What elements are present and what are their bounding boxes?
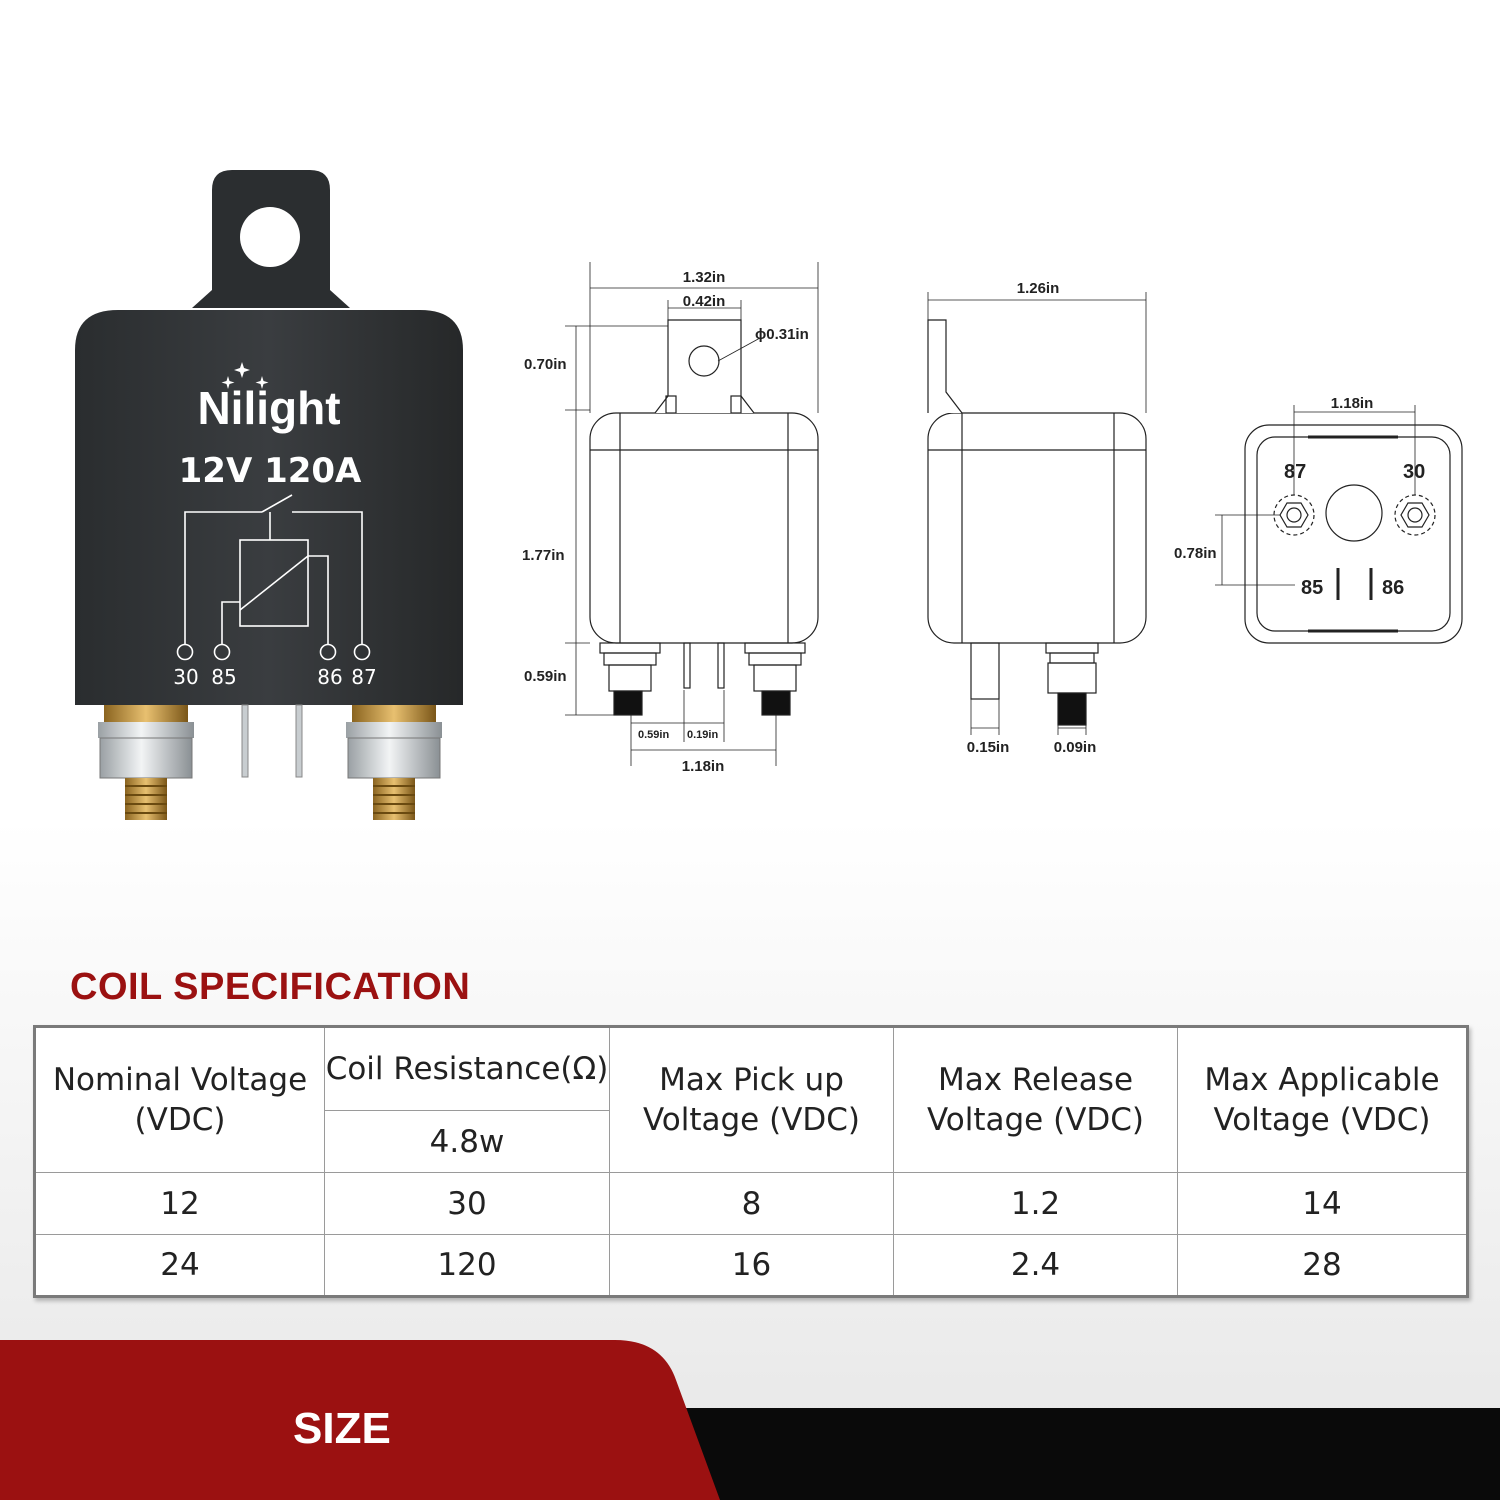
bottom-pin-87: 87 [1284,461,1306,483]
dim-body-height: 1.77in [522,547,565,564]
table-row: 12 30 8 1.2 14 [34,1172,1468,1235]
relay-photo: Nilight 12V 120A 30 85 86 87 [75,170,463,820]
table-row: 24 120 16 2.4 28 [34,1234,1468,1297]
bottom-pin-30: 30 [1403,461,1425,483]
stud-terminal-left [98,705,194,820]
bottom-pin-86: 86 [1382,577,1404,599]
brand-logo: Nilight [197,382,340,434]
terminal-label-30: 30 [173,665,198,689]
rating-label: 12V 120A [179,451,362,491]
terminal-label-87: 87 [351,665,376,689]
dim-stud-size: 0.09in [1054,739,1097,756]
dim-terminal-spacing: 1.18in [682,758,725,775]
bottom-pin-85: 85 [1301,577,1323,599]
front-view-drawing [565,262,819,766]
header-release-line2: Voltage (VDC) [926,1102,1145,1138]
header-coil-resistance: Coil Resistance(Ω) [324,1026,610,1111]
footer-red-tab [0,1340,720,1500]
header-nominal-line1: Nominal Voltage [52,1062,308,1098]
cell-release: 2.4 [893,1234,1178,1297]
bottom-view-drawing [1215,405,1463,644]
circuit-schematic [176,494,371,661]
cell-release: 1.2 [893,1172,1178,1235]
terminal-label-86: 86 [317,665,342,689]
cell-nominal: 12 [34,1172,325,1235]
header-pickup-line1: Max Pick up [659,1062,844,1098]
cell-pickup: 8 [609,1172,894,1235]
mounting-hole [240,207,300,267]
footer-banner [0,1340,1500,1500]
side-view-drawing [927,292,1147,735]
dim-pin-gap: 0.19in [687,729,718,741]
dim-bottom-vertical: 0.78in [1174,545,1217,562]
header-applicable-line2: Voltage (VDC) [1213,1102,1431,1138]
coil-spec-table: Nominal Voltage(VDC) Coil Resistance(Ω) … [33,1025,1469,1298]
dim-pin-offset: 0.59in [638,729,669,741]
coil-pin-85 [241,704,249,778]
coil-spec-title: COIL SPECIFICATION [70,966,471,1008]
header-release-line1: Max Release [937,1062,1134,1098]
dim-front-width: 1.32in [683,269,726,286]
header-applicable-line1: Max Applicable [1204,1062,1440,1098]
terminal-label-85: 85 [211,665,236,689]
dim-hole-diameter: ϕ0.31in [755,326,809,343]
cell-applicable: 28 [1177,1234,1468,1297]
cell-resistance: 30 [324,1172,610,1235]
dim-tab-width: 0.42in [683,293,726,310]
dim-side-width: 1.26in [1017,280,1060,297]
cell-resistance: 120 [324,1234,610,1297]
sparkle-icon [221,362,269,389]
header-max-pickup: Max Pick up Voltage (VDC) [609,1026,894,1173]
dim-terminal-height: 0.59in [524,668,567,685]
dim-pin-thickness: 0.15in [967,739,1010,756]
header-pickup-line2: Voltage (VDC) [642,1102,861,1138]
cell-nominal: 24 [34,1234,325,1297]
header-nominal-line2: (VDC) [134,1102,226,1138]
header-nominal-voltage: Nominal Voltage (VDC) [34,1026,325,1173]
size-label: SIZE [293,1404,391,1453]
header-coil-power: 4.8w [324,1110,610,1173]
coil-pin-86 [295,704,303,778]
dim-tab-height: 0.70in [524,356,567,373]
dim-bottom-terminal-spacing: 1.18in [1331,395,1374,412]
cell-applicable: 14 [1177,1172,1468,1235]
cell-pickup: 16 [609,1234,894,1297]
stud-terminal-right [346,705,442,820]
